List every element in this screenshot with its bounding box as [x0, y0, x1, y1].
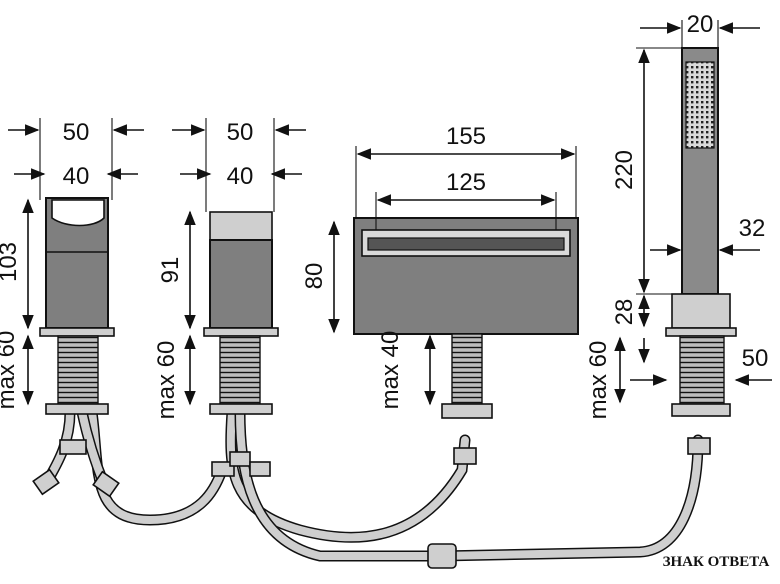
watermark: ЗНАК ОТВЕТА [663, 554, 770, 570]
holder-max-label: max 60 [585, 341, 612, 420]
cascade-inner-width-label: 125 [446, 169, 486, 196]
dimension-labels: 50 40 103 max 60 50 40 91 max 60 155 125… [0, 11, 770, 570]
hoses [39, 406, 704, 562]
shower-head-label: 32 [739, 215, 766, 242]
bath-spout [39, 197, 115, 415]
cascade-height-label: 80 [301, 263, 328, 290]
spout-outer-width-label: 50 [63, 119, 90, 146]
mixer-inner-width-label: 40 [227, 163, 254, 190]
cascade-spout [353, 217, 579, 419]
shower-width-label: 20 [687, 11, 714, 38]
holder-width-label: 50 [742, 345, 769, 372]
mixer-height-label: 91 [157, 257, 184, 284]
spout-inner-width-label: 40 [63, 163, 90, 190]
cascade-outer-width-label: 155 [446, 123, 486, 150]
hand-shower [665, 47, 737, 417]
spout-height-label: 103 [0, 242, 22, 282]
spout-max-label: max 60 [0, 331, 20, 410]
hose-nuts [32, 437, 711, 569]
bath-mixer [203, 211, 279, 415]
shower-length-label: 220 [611, 150, 638, 190]
cascade-max-label: max 40 [377, 331, 404, 410]
mixer-outer-width-label: 50 [227, 119, 254, 146]
dimension-lines [8, 20, 772, 406]
holder-height-label: 28 [611, 299, 638, 326]
mixer-max-label: max 60 [153, 341, 180, 420]
